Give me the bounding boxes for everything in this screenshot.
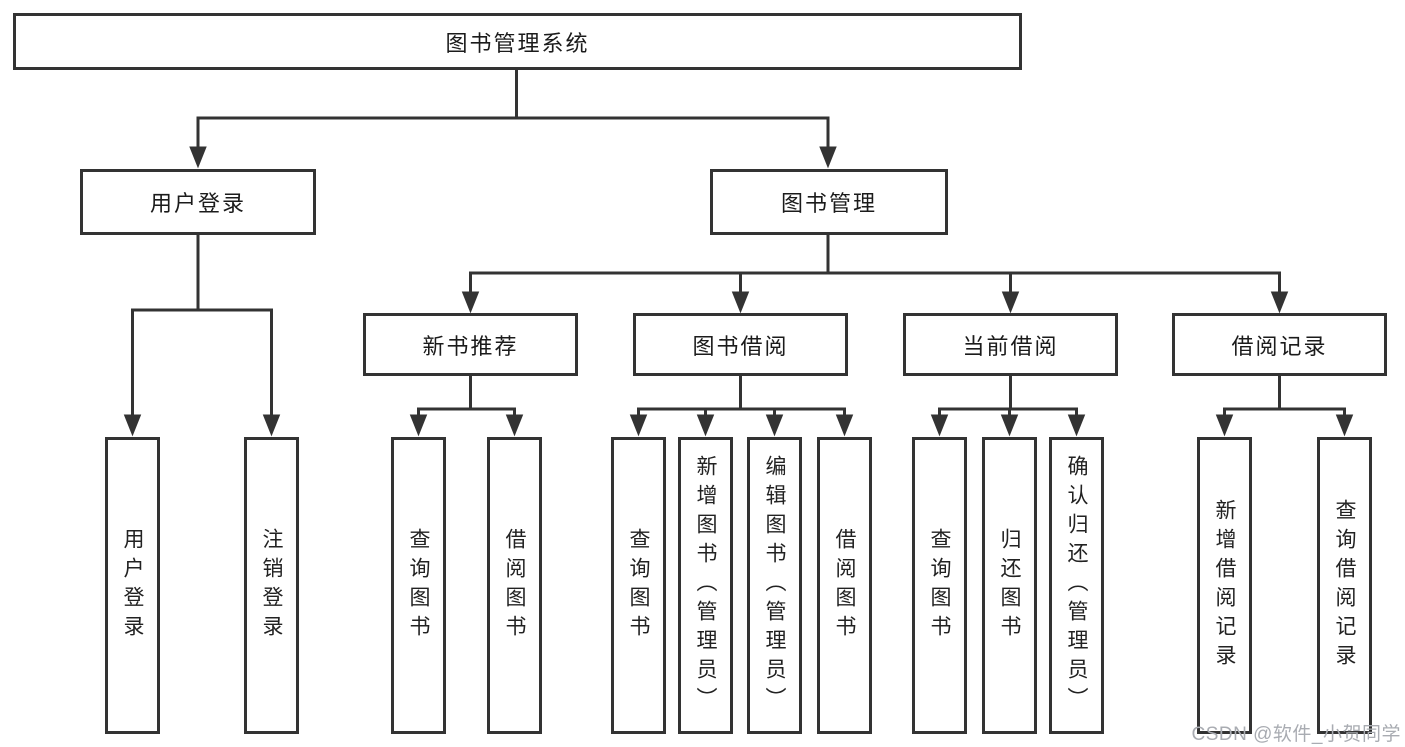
leaf-confirm-return-admin: 确认归还（管理员） bbox=[1049, 437, 1104, 734]
leaf-query-book-new-label: 查询图书 bbox=[407, 527, 430, 644]
node-root-label: 图书管理系统 bbox=[445, 30, 590, 56]
leaf-logout-label: 注销登录 bbox=[260, 527, 283, 644]
leaf-borrow-book-new-label: 借阅图书 bbox=[503, 527, 526, 644]
leaf-add-borrow-record: 新增借阅记录 bbox=[1197, 437, 1252, 734]
leaf-edit-book-admin: 编辑图书（管理员） bbox=[747, 437, 802, 734]
node-user-login-label: 用户登录 bbox=[149, 191, 246, 216]
node-current-borrow: 当前借阅 bbox=[903, 313, 1118, 376]
node-book-management: 图书管理 bbox=[710, 169, 948, 235]
leaf-user-login: 用户登录 bbox=[105, 437, 160, 734]
connector-user-login-to-leaves bbox=[123, 234, 281, 437]
leaf-query-borrow-record-label: 查询借阅记录 bbox=[1333, 498, 1356, 673]
leaf-query-book-current: 查询图书 bbox=[912, 437, 967, 734]
node-current-borrow-label: 当前借阅 bbox=[962, 333, 1059, 359]
connector-borrow-records-to-leaves bbox=[1215, 376, 1354, 437]
node-user-login: 用户登录 bbox=[80, 169, 316, 235]
leaf-return-book-label: 归还图书 bbox=[998, 527, 1021, 644]
leaf-query-book-borrow: 查询图书 bbox=[611, 437, 666, 734]
node-new-book-recommend-label: 新书推荐 bbox=[422, 333, 519, 359]
node-borrow-records: 借阅记录 bbox=[1172, 313, 1387, 376]
node-book-management-label: 图书管理 bbox=[780, 191, 877, 216]
leaf-logout: 注销登录 bbox=[244, 437, 299, 734]
leaf-query-book-current-label: 查询图书 bbox=[928, 527, 951, 644]
node-root: 图书管理系统 bbox=[13, 13, 1022, 70]
leaf-edit-book-admin-label: 编辑图书（管理员） bbox=[763, 455, 786, 716]
leaf-add-book-admin-label: 新增图书（管理员） bbox=[694, 455, 717, 716]
leaf-user-login-label: 用户登录 bbox=[121, 527, 144, 644]
leaf-confirm-return-admin-label: 确认归还（管理员） bbox=[1065, 455, 1088, 716]
connector-root-to-level2 bbox=[189, 69, 837, 169]
leaf-query-book-borrow-label: 查询图书 bbox=[627, 527, 650, 644]
connector-current-borrow-to-leaves bbox=[930, 376, 1086, 437]
leaf-add-borrow-record-label: 新增借阅记录 bbox=[1213, 498, 1236, 673]
leaf-borrow-book-new: 借阅图书 bbox=[487, 437, 542, 734]
leaf-query-book-new: 查询图书 bbox=[391, 437, 446, 734]
leaf-add-book-admin: 新增图书（管理员） bbox=[678, 437, 733, 734]
node-borrow-records-label: 借阅记录 bbox=[1231, 333, 1328, 359]
leaf-return-book: 归还图书 bbox=[982, 437, 1037, 734]
connector-book-borrow-to-leaves bbox=[629, 376, 854, 437]
connector-new-book-to-leaves bbox=[409, 376, 524, 437]
node-book-borrow-label: 图书借阅 bbox=[692, 333, 789, 359]
leaf-borrow-book-borrow-label: 借阅图书 bbox=[833, 527, 856, 644]
node-new-book-recommend: 新书推荐 bbox=[363, 313, 578, 376]
leaf-borrow-book-borrow: 借阅图书 bbox=[817, 437, 872, 734]
watermark-text: CSDN @软件_小贺同学 bbox=[1191, 724, 1401, 745]
leaf-query-borrow-record: 查询借阅记录 bbox=[1317, 437, 1372, 734]
connector-book-management-to-level3 bbox=[461, 234, 1289, 314]
node-book-borrow: 图书借阅 bbox=[633, 313, 848, 376]
